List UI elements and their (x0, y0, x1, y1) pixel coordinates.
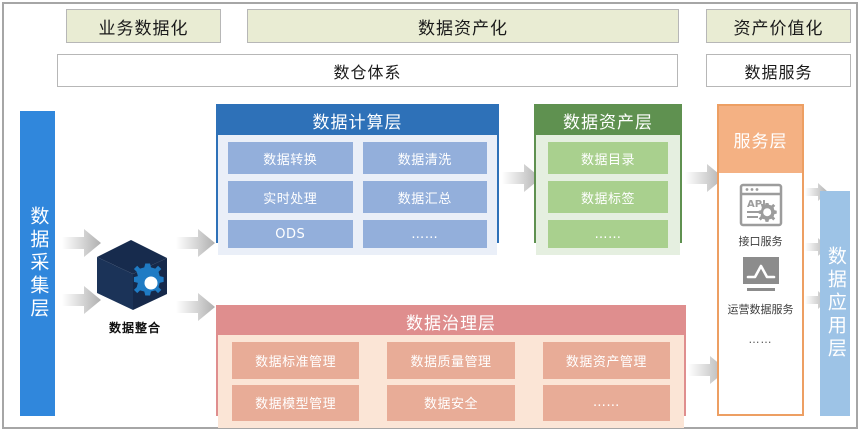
panel-service-layer: 服务层 API (717, 104, 804, 416)
panel-data-asset-layer: 数据资产层 数据目录 数据标签 …… (534, 104, 682, 255)
tile-asset-0[interactable]: 数据目录 (548, 142, 668, 174)
panel-body-data-compute-layer: 数据转换 数据清洗 实时处理 数据汇总 ODS …… (218, 135, 497, 255)
panel-body-data-asset-layer: 数据目录 数据标签 …… (536, 135, 680, 255)
panel-body-data-governance-layer: 数据标准管理 数据质量管理 数据资产管理 数据模型管理 数据安全 …… (218, 335, 684, 428)
tile-governance-1[interactable]: 数据质量管理 (387, 342, 515, 379)
tile-compute-4[interactable]: ODS (228, 220, 353, 248)
arrow-integration-to-governance (176, 292, 216, 322)
bar-data-service: 数据服务 (706, 54, 851, 87)
column-data-collection-layer: 数据采集层 (20, 111, 55, 416)
banner-asset-valuation: 资产价值化 (706, 9, 851, 43)
panel-title-data-asset-layer: 数据资产层 (536, 106, 680, 135)
tile-compute-1[interactable]: 数据清洗 (362, 142, 487, 174)
data-integration-label: 数据整合 (108, 321, 161, 335)
data-integration-group: 数据整合 (85, 238, 185, 348)
arrow-collect-to-integration-bottom (62, 285, 102, 315)
panel-data-compute-layer: 数据计算层 数据转换 数据清洗 实时处理 数据汇总 ODS …… (216, 104, 499, 255)
panel-title-service-layer: 服务层 (719, 106, 802, 173)
arrow-integration-to-compute (176, 228, 216, 258)
tile-asset-2[interactable]: …… (548, 220, 668, 248)
column-data-application-layer: 数据应用层 (820, 191, 850, 416)
tile-governance-5[interactable]: …… (542, 384, 670, 421)
service-item-api[interactable]: API 接口服务 (738, 183, 784, 249)
bar-data-warehouse-system: 数仓体系 (57, 54, 678, 87)
monitor-chart-icon (738, 255, 784, 299)
tile-compute-2[interactable]: 实时处理 (228, 181, 353, 213)
api-window-icon: API (738, 183, 784, 231)
tile-compute-3[interactable]: 数据汇总 (362, 181, 487, 213)
arrow-compute-to-asset (502, 163, 542, 193)
service-label-api: 接口服务 (738, 235, 783, 248)
tile-governance-0[interactable]: 数据标准管理 (232, 342, 360, 379)
panel-title-data-governance-layer: 数据治理层 (218, 307, 684, 335)
tile-governance-2[interactable]: 数据资产管理 (542, 342, 670, 379)
tile-compute-5[interactable]: …… (362, 220, 487, 248)
tile-governance-3[interactable]: 数据模型管理 (232, 384, 360, 421)
arrow-asset-to-service (685, 163, 725, 193)
banner-data-assetization: 数据资产化 (247, 9, 679, 43)
arrow-collect-to-integration-top (62, 228, 102, 258)
panel-title-data-compute-layer: 数据计算层 (218, 106, 497, 135)
svg-text:API: API (747, 199, 766, 210)
service-label-operations: 运营数据服务 (727, 302, 794, 316)
panel-body-service-layer: API 接口服务 (719, 173, 802, 424)
tile-compute-0[interactable]: 数据转换 (228, 142, 353, 174)
cube-gear-icon (93, 238, 177, 317)
service-more-ellipsis: …… (748, 332, 773, 346)
panel-data-governance-layer: 数据治理层 数据标准管理 数据质量管理 数据资产管理 数据模型管理 数据安全 …… (216, 305, 686, 428)
banner-business-datafication: 业务数据化 (66, 9, 221, 43)
tile-asset-1[interactable]: 数据标签 (548, 181, 668, 213)
tile-governance-4[interactable]: 数据安全 (387, 384, 515, 421)
service-item-operations[interactable]: 运营数据服务 (728, 255, 794, 317)
